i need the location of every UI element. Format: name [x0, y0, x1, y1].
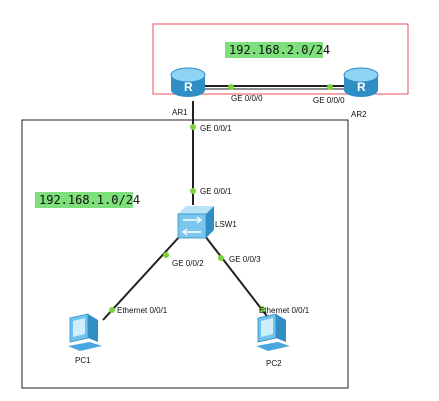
switch-icon-arrows: [181, 216, 203, 236]
port-label-lsw1-pc1-b: Ethernet 0/0/1: [117, 306, 168, 315]
port-label-lsw1-pc1-a: GE 0/0/2: [172, 259, 204, 268]
port-dots: [109, 84, 333, 313]
port-dot-pc1-eth: [109, 307, 115, 313]
port-dot-lsw1-ge001: [190, 188, 196, 194]
device-label-lsw1: LSW1: [215, 220, 237, 229]
pc-icon-monitor-side: [276, 314, 286, 342]
pc-icon-screen: [73, 318, 85, 337]
router-ar1: R: [170, 67, 206, 97]
port-dot-lsw1-ge002: [163, 252, 169, 258]
port-dot-lsw1-ge003: [218, 255, 224, 261]
port-label-ar1-lsw1-a: GE 0/0/1: [200, 124, 232, 133]
router-ar2: R: [343, 67, 379, 97]
port-dot-ar2-ge000: [327, 84, 333, 90]
port-label-ar1-lsw1-b: GE 0/0/1: [200, 187, 232, 196]
network-area-top: [152, 23, 409, 95]
network-label-bottom: 192.168.1.0/24: [39, 193, 140, 207]
port-label-ar1-ar2-a: GE 0/0/0: [231, 94, 263, 103]
network-label-top: 192.168.2.0/24: [229, 43, 330, 57]
device-label-ar2: AR2: [351, 110, 367, 119]
switch-lsw1: [177, 206, 214, 239]
port-dot-ar1-ge000: [228, 84, 234, 90]
links: [102, 85, 346, 321]
pc-pc2: [256, 313, 290, 351]
port-label-lsw1-pc2-b: Ethernet 0/0/1: [259, 306, 310, 315]
pc-icon-keyboard: [256, 342, 290, 351]
port-label-ar1-ar2-b: GE 0/0/0: [313, 96, 345, 105]
network-label-bg-bottom: [35, 192, 133, 208]
device-label-pc1: PC1: [75, 356, 91, 365]
router-icon-top: [343, 67, 379, 83]
device-label-pc2: PC2: [266, 359, 282, 368]
switch-icon-right: [206, 206, 214, 238]
router-icon-glyph: R: [357, 80, 366, 94]
pc-icon-keyboard: [68, 342, 102, 351]
pc-icon-screen: [261, 318, 273, 337]
port-dot-ar1-ge001: [190, 124, 196, 130]
port-label-lsw1-pc2-a: GE 0/0/3: [229, 255, 261, 264]
router-icon-glyph: R: [184, 80, 193, 94]
pc-pc1: [68, 313, 102, 351]
network-label-bg-top: [225, 42, 323, 58]
link-lsw1-pc2: [204, 235, 271, 321]
router-icon-top: [170, 67, 206, 83]
switch-icon-front: [177, 213, 207, 239]
link-lsw1-pc1: [102, 235, 181, 321]
switch-icon-side: [178, 206, 214, 214]
network-area-bottom: [21, 119, 349, 389]
port-dot-pc2-eth: [259, 306, 265, 312]
device-label-ar1: AR1: [172, 108, 188, 117]
pc-icon-monitor-side: [88, 314, 98, 342]
